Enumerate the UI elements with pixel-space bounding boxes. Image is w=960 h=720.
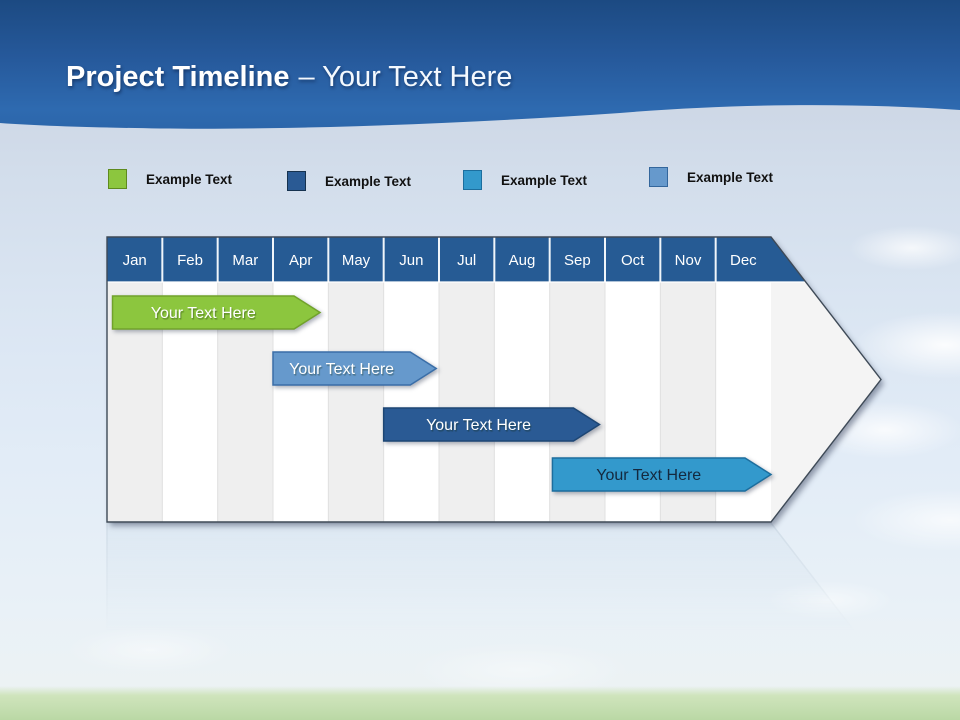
month-column xyxy=(439,282,495,522)
legend-swatch-lightblue xyxy=(649,167,668,187)
legend-item: Example Text xyxy=(649,167,773,187)
page-title: Project Timeline– Your Text Here xyxy=(66,60,512,95)
legend-item: Example Text xyxy=(108,169,232,189)
timeline-bar-label[interactable]: Your Text Here xyxy=(596,467,701,484)
timeline-bar-label[interactable]: Your Text Here xyxy=(151,305,256,322)
title-bold: Project Timeline xyxy=(66,61,290,93)
timeline-bar-label[interactable]: Your Text Here xyxy=(426,417,531,434)
month-label: Jun xyxy=(399,252,423,269)
legend-swatch-cyan xyxy=(463,170,482,190)
month-label: Apr xyxy=(289,252,312,269)
month-label: Mar xyxy=(232,252,258,269)
timeline-bar-label[interactable]: Your Text Here xyxy=(289,361,394,378)
legend-label[interactable]: Example Text xyxy=(325,174,412,189)
legend-swatch-darkblue xyxy=(287,171,306,191)
month-label: Oct xyxy=(621,252,645,269)
month-label: May xyxy=(342,252,371,269)
legend-label[interactable]: Example Text xyxy=(146,172,233,187)
legend-label[interactable]: Example Text xyxy=(687,170,774,185)
legend-item: Example Text xyxy=(463,170,587,190)
month-label: Feb xyxy=(177,252,203,269)
month-label: Jul xyxy=(457,252,476,269)
legend-swatch-green xyxy=(108,169,127,189)
month-label: Jan xyxy=(123,252,147,269)
month-column xyxy=(383,282,439,522)
month-label: Aug xyxy=(509,252,536,269)
month-label: Dec xyxy=(730,252,757,269)
legend-item: Example Text xyxy=(287,171,411,191)
month-label: Nov xyxy=(675,252,702,269)
month-label: Sep xyxy=(564,252,591,269)
title-placeholder[interactable]: – Your Text Here xyxy=(298,61,513,93)
legend-label[interactable]: Example Text xyxy=(501,173,588,188)
month-column xyxy=(328,282,384,522)
month-column xyxy=(494,282,550,522)
table-reflection xyxy=(106,522,882,720)
